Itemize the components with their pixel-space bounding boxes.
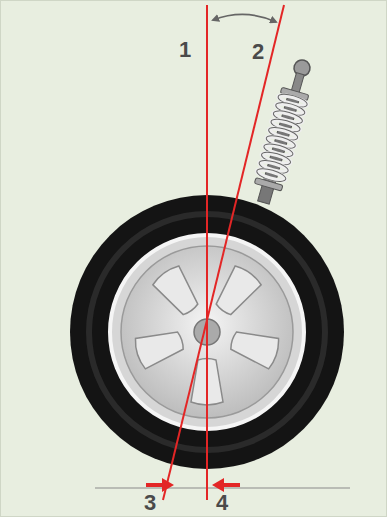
callout-number: 3 <box>144 492 156 514</box>
vertical-line <box>206 5 208 500</box>
offset-arrowhead <box>162 478 174 492</box>
callout-number: 2 <box>252 41 264 63</box>
offset-arrowhead <box>212 478 224 492</box>
offset-arrow <box>222 483 240 487</box>
callout-number: 4 <box>216 492 228 514</box>
camber-line <box>163 5 284 500</box>
angle-arrow <box>213 14 276 22</box>
callout-number: 1 <box>179 39 191 61</box>
spring-strut <box>249 56 319 207</box>
offset-arrow <box>146 483 164 487</box>
